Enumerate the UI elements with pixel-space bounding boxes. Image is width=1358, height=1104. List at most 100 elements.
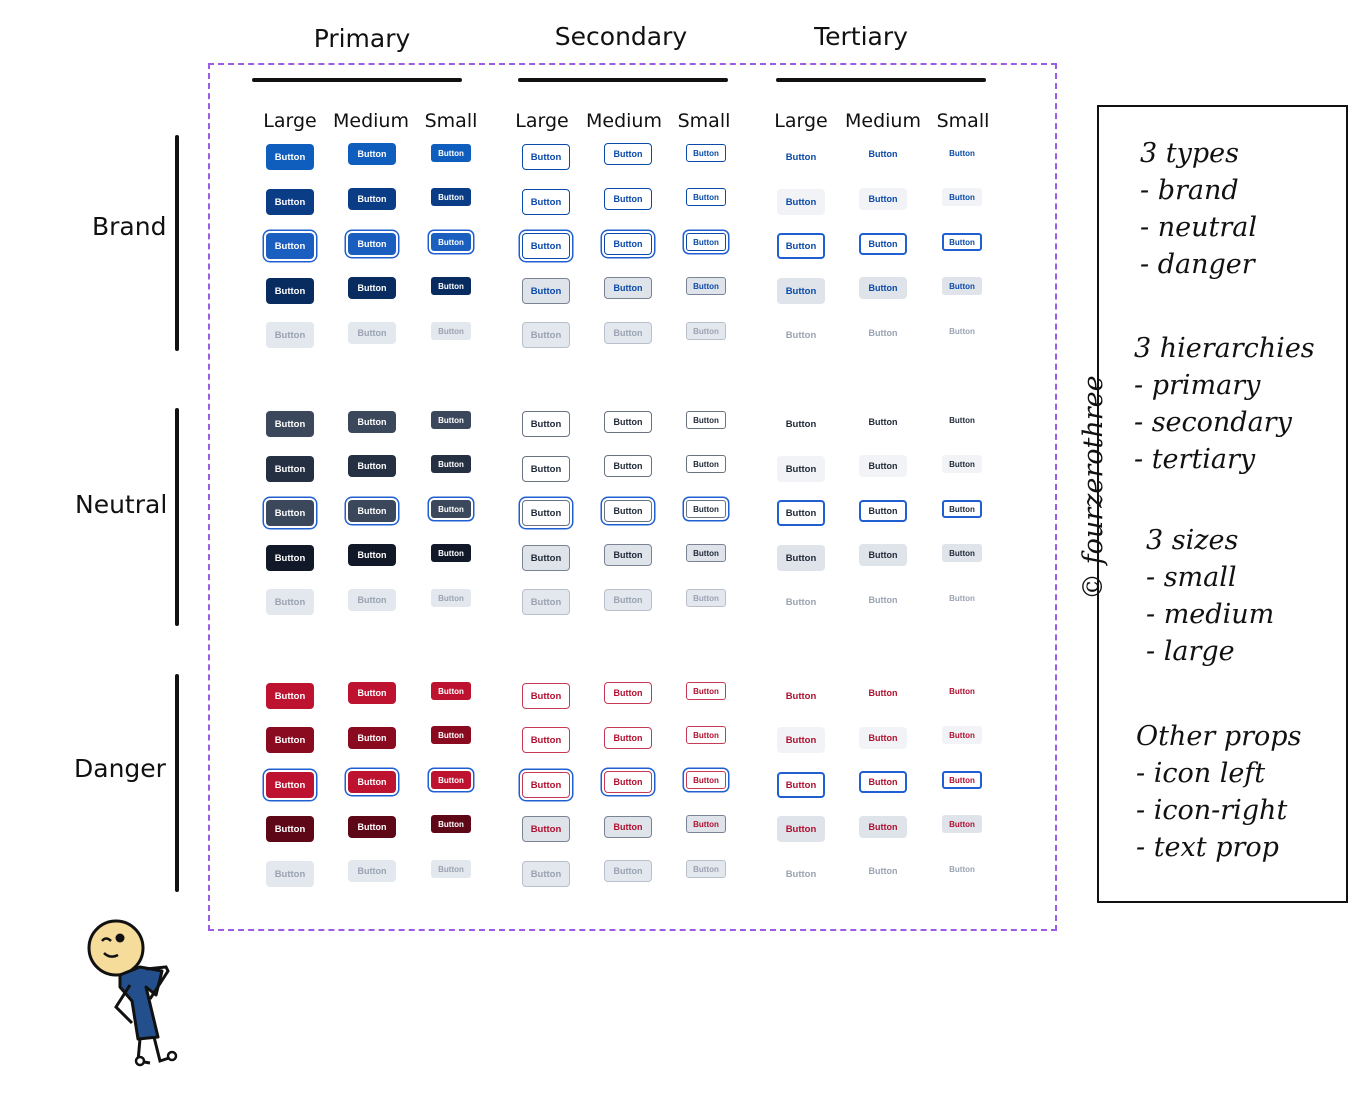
button-neutral-tertiary-medium-disabled[interactable]: Button: [868, 595, 898, 605]
button-neutral-primary-medium-disabled[interactable]: Button: [348, 589, 396, 611]
button-neutral-secondary-medium-focus[interactable]: Button: [604, 500, 652, 522]
button-neutral-tertiary-small-focus[interactable]: Button: [942, 500, 982, 518]
button-danger-primary-large-disabled[interactable]: Button: [266, 861, 314, 887]
button-brand-secondary-large-focus[interactable]: Button: [522, 233, 570, 259]
button-brand-tertiary-medium-focus[interactable]: Button: [859, 233, 907, 255]
button-neutral-secondary-large-hover[interactable]: Button: [522, 456, 570, 482]
button-brand-secondary-medium-hover[interactable]: Button: [604, 188, 652, 210]
button-danger-secondary-small-focus[interactable]: Button: [686, 771, 726, 789]
button-danger-secondary-small-hover[interactable]: Button: [686, 726, 726, 744]
button-neutral-primary-medium-default[interactable]: Button: [348, 411, 396, 433]
button-brand-tertiary-medium-hover[interactable]: Button: [859, 188, 907, 210]
button-danger-primary-large-focus[interactable]: Button: [266, 772, 314, 798]
button-brand-secondary-small-pressed[interactable]: Button: [686, 277, 726, 295]
button-brand-secondary-medium-pressed[interactable]: Button: [604, 277, 652, 299]
button-brand-secondary-small-focus[interactable]: Button: [686, 233, 726, 251]
button-brand-tertiary-large-default[interactable]: Button: [785, 151, 817, 163]
button-brand-secondary-small-hover[interactable]: Button: [686, 188, 726, 206]
button-brand-secondary-medium-focus[interactable]: Button: [604, 233, 652, 255]
button-brand-tertiary-medium-pressed[interactable]: Button: [859, 277, 907, 299]
button-neutral-tertiary-medium-focus[interactable]: Button: [859, 500, 907, 522]
button-brand-primary-medium-disabled[interactable]: Button: [348, 322, 396, 344]
button-neutral-secondary-small-default[interactable]: Button: [686, 411, 726, 429]
button-danger-secondary-large-disabled[interactable]: Button: [522, 861, 570, 887]
button-neutral-secondary-large-pressed[interactable]: Button: [522, 545, 570, 571]
button-danger-tertiary-medium-default[interactable]: Button: [868, 688, 898, 698]
button-danger-primary-small-disabled[interactable]: Button: [431, 860, 471, 878]
button-neutral-primary-small-hover[interactable]: Button: [431, 455, 471, 473]
button-brand-primary-medium-focus[interactable]: Button: [348, 233, 396, 255]
button-neutral-secondary-medium-hover[interactable]: Button: [604, 455, 652, 477]
button-danger-tertiary-medium-hover[interactable]: Button: [859, 727, 907, 749]
button-danger-tertiary-small-default[interactable]: Button: [949, 686, 975, 696]
button-danger-secondary-small-pressed[interactable]: Button: [686, 815, 726, 833]
button-danger-secondary-small-default[interactable]: Button: [686, 682, 726, 700]
button-brand-tertiary-small-focus[interactable]: Button: [942, 233, 982, 251]
button-brand-secondary-medium-default[interactable]: Button: [604, 143, 652, 165]
button-brand-secondary-small-disabled[interactable]: Button: [686, 322, 726, 340]
button-brand-tertiary-large-disabled[interactable]: Button: [785, 329, 817, 341]
button-danger-secondary-medium-hover[interactable]: Button: [604, 727, 652, 749]
button-danger-primary-large-default[interactable]: Button: [266, 683, 314, 709]
button-brand-primary-large-disabled[interactable]: Button: [266, 322, 314, 348]
button-danger-tertiary-large-pressed[interactable]: Button: [777, 816, 825, 842]
button-neutral-tertiary-large-hover[interactable]: Button: [777, 456, 825, 482]
button-danger-tertiary-large-disabled[interactable]: Button: [785, 868, 817, 880]
button-neutral-tertiary-medium-default[interactable]: Button: [868, 417, 898, 427]
button-brand-primary-small-focus[interactable]: Button: [431, 233, 471, 251]
button-brand-primary-medium-pressed[interactable]: Button: [348, 277, 396, 299]
button-brand-secondary-small-default[interactable]: Button: [686, 144, 726, 162]
button-brand-primary-large-default[interactable]: Button: [266, 144, 314, 170]
button-neutral-secondary-small-disabled[interactable]: Button: [686, 589, 726, 607]
button-neutral-secondary-medium-default[interactable]: Button: [604, 411, 652, 433]
button-neutral-primary-small-default[interactable]: Button: [431, 411, 471, 429]
button-brand-primary-large-focus[interactable]: Button: [266, 233, 314, 259]
button-brand-primary-small-disabled[interactable]: Button: [431, 322, 471, 340]
button-danger-tertiary-medium-pressed[interactable]: Button: [859, 816, 907, 838]
button-neutral-primary-small-focus[interactable]: Button: [431, 500, 471, 518]
button-brand-primary-small-pressed[interactable]: Button: [431, 277, 471, 295]
button-neutral-secondary-medium-pressed[interactable]: Button: [604, 544, 652, 566]
button-danger-tertiary-small-focus[interactable]: Button: [942, 771, 982, 789]
button-brand-primary-large-hover[interactable]: Button: [266, 189, 314, 215]
button-danger-primary-large-pressed[interactable]: Button: [266, 816, 314, 842]
button-neutral-primary-large-hover[interactable]: Button: [266, 456, 314, 482]
button-neutral-tertiary-large-disabled[interactable]: Button: [785, 596, 817, 608]
button-neutral-primary-large-default[interactable]: Button: [266, 411, 314, 437]
button-neutral-secondary-small-focus[interactable]: Button: [686, 500, 726, 518]
button-neutral-tertiary-medium-pressed[interactable]: Button: [859, 544, 907, 566]
button-brand-secondary-large-default[interactable]: Button: [522, 144, 570, 170]
button-danger-secondary-medium-disabled[interactable]: Button: [604, 860, 652, 882]
button-danger-secondary-medium-pressed[interactable]: Button: [604, 816, 652, 838]
button-neutral-secondary-large-focus[interactable]: Button: [522, 500, 570, 526]
button-danger-primary-small-pressed[interactable]: Button: [431, 815, 471, 833]
button-brand-tertiary-large-focus[interactable]: Button: [777, 233, 825, 259]
button-neutral-primary-large-disabled[interactable]: Button: [266, 589, 314, 615]
button-brand-tertiary-medium-default[interactable]: Button: [868, 149, 898, 159]
button-neutral-tertiary-large-pressed[interactable]: Button: [777, 545, 825, 571]
button-danger-primary-medium-disabled[interactable]: Button: [348, 860, 396, 882]
button-neutral-primary-large-focus[interactable]: Button: [266, 500, 314, 526]
button-neutral-secondary-small-pressed[interactable]: Button: [686, 544, 726, 562]
button-brand-tertiary-large-pressed[interactable]: Button: [777, 278, 825, 304]
button-brand-primary-small-hover[interactable]: Button: [431, 188, 471, 206]
button-danger-tertiary-large-hover[interactable]: Button: [777, 727, 825, 753]
button-neutral-tertiary-small-disabled[interactable]: Button: [949, 593, 975, 603]
button-neutral-secondary-medium-disabled[interactable]: Button: [604, 589, 652, 611]
button-danger-tertiary-medium-focus[interactable]: Button: [859, 771, 907, 793]
button-danger-tertiary-large-default[interactable]: Button: [785, 690, 817, 702]
button-brand-tertiary-small-default[interactable]: Button: [949, 148, 975, 158]
button-neutral-tertiary-large-focus[interactable]: Button: [777, 500, 825, 526]
button-neutral-primary-medium-hover[interactable]: Button: [348, 455, 396, 477]
button-brand-secondary-large-pressed[interactable]: Button: [522, 278, 570, 304]
button-danger-primary-small-focus[interactable]: Button: [431, 771, 471, 789]
button-danger-primary-small-hover[interactable]: Button: [431, 726, 471, 744]
button-neutral-primary-small-pressed[interactable]: Button: [431, 544, 471, 562]
button-danger-secondary-small-disabled[interactable]: Button: [686, 860, 726, 878]
button-brand-tertiary-medium-disabled[interactable]: Button: [868, 328, 898, 338]
button-danger-tertiary-medium-disabled[interactable]: Button: [868, 866, 898, 876]
button-neutral-primary-medium-focus[interactable]: Button: [348, 500, 396, 522]
button-brand-tertiary-small-hover[interactable]: Button: [942, 188, 982, 206]
button-neutral-tertiary-small-default[interactable]: Button: [949, 415, 975, 425]
button-neutral-tertiary-small-pressed[interactable]: Button: [942, 544, 982, 562]
